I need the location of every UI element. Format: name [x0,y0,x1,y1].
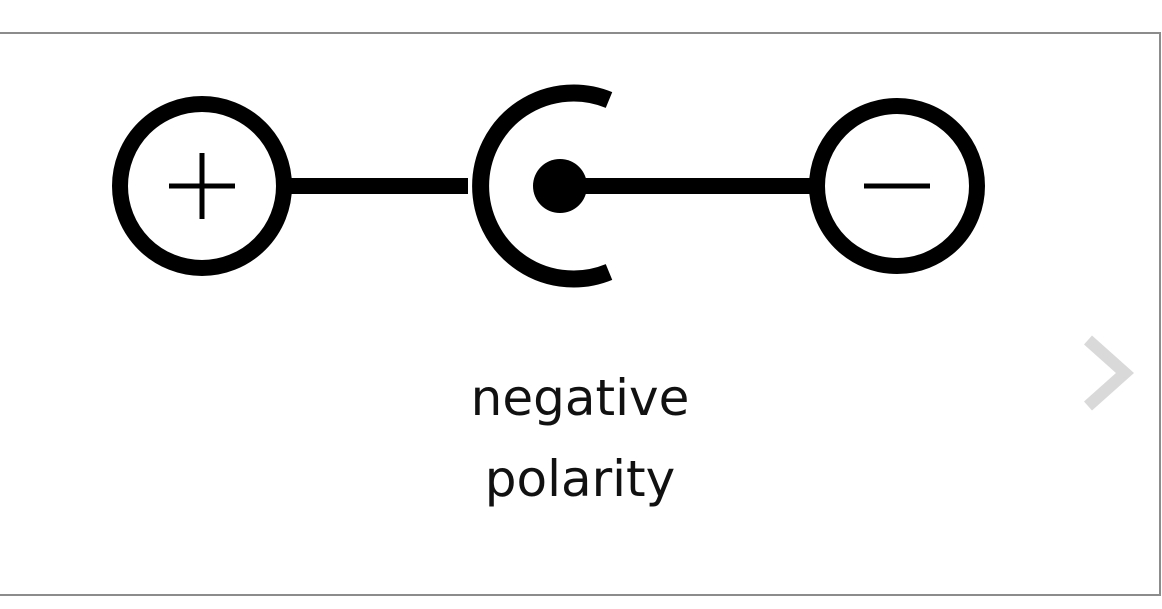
barrel-sleeve-arc [472,84,613,288]
barrel-connector-symbol [472,84,613,288]
positive-terminal-symbol [112,96,292,276]
caption-polarity: polarity [484,450,676,508]
chevron-right-icon [1084,335,1135,411]
next-slide-button[interactable] [1070,330,1142,416]
negative-circle [809,98,985,274]
caption-negative: negative [470,369,690,427]
negative-terminal-symbol [809,98,985,274]
slide-frame [0,32,1161,596]
center-pin-dot [533,159,587,213]
